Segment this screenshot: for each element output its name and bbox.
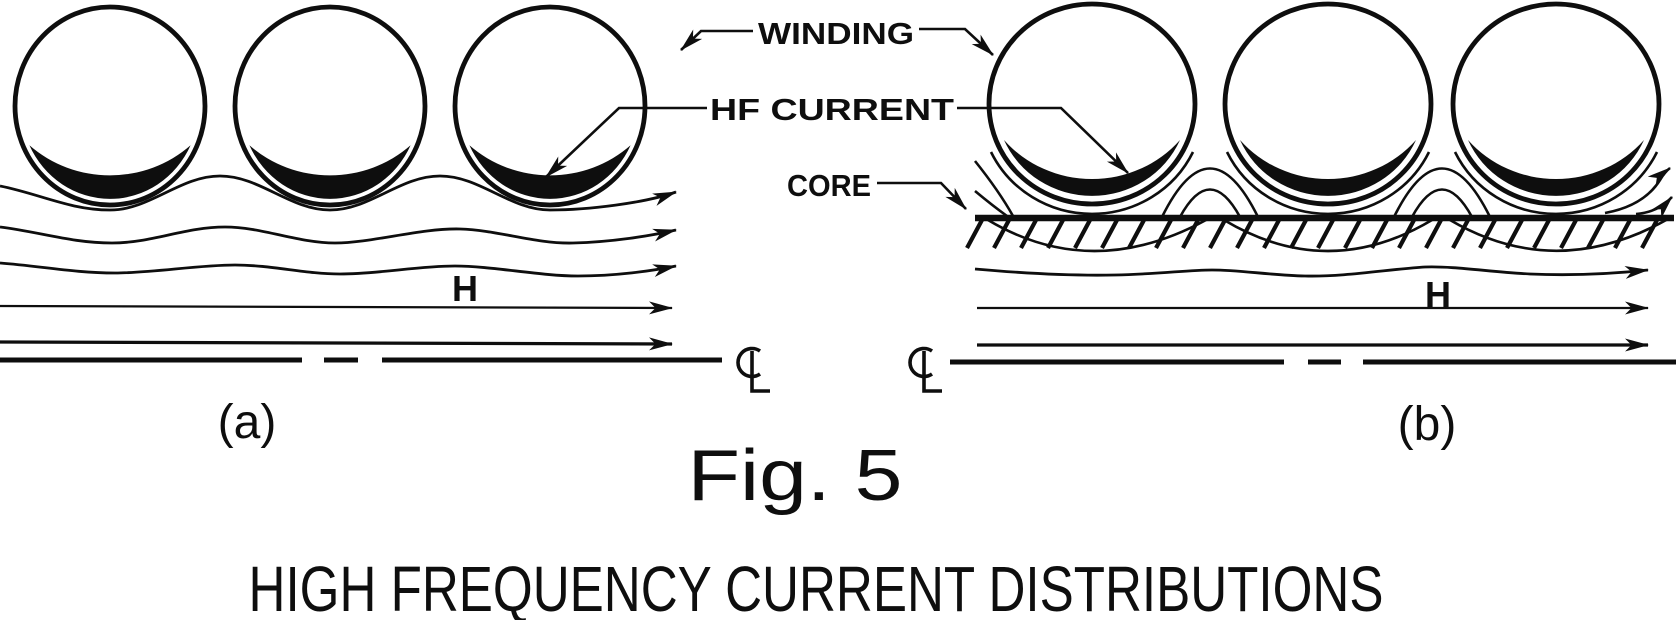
subfigure-a-label: (a)	[218, 396, 277, 449]
winding-leader-left	[680, 29, 753, 51]
field-lines-b-lower	[974, 265, 1649, 352]
winding-turn	[986, 1, 1198, 207]
field-line	[0, 261, 677, 278]
winding-label: WINDING	[758, 16, 914, 51]
core-hatching	[965, 219, 1659, 249]
field-line-hug	[1225, 151, 1431, 216]
field-line	[0, 301, 673, 315]
subfigure-b: H (b)	[908, 1, 1676, 451]
field-line-dip	[1223, 218, 1433, 253]
winding-circles-b	[986, 1, 1662, 207]
hf-current-crescent	[29, 145, 191, 199]
core-leader	[877, 181, 967, 210]
winding-turn	[1222, 1, 1434, 207]
field-h-label-b: H	[1425, 274, 1451, 315]
field-h-label-a: H	[452, 268, 478, 309]
winding-leader-right	[919, 27, 994, 56]
field-line-hug	[1453, 151, 1659, 216]
core-label: CORE	[787, 168, 871, 203]
field-line-dip	[1449, 217, 1669, 253]
hf-current-crescent	[1004, 140, 1180, 196]
winding-turn	[12, 4, 208, 208]
hf-current-label: HF CURRENT	[710, 92, 954, 127]
centerline-symbol	[736, 346, 770, 393]
field-line	[0, 337, 673, 351]
field-lines-b-upper	[973, 151, 1673, 253]
field-line-hug	[989, 151, 1195, 216]
field-line-arch	[1410, 188, 1474, 218]
field-line-entry	[973, 160, 1015, 217]
field-line-entry	[974, 190, 1008, 218]
winding-turn	[232, 4, 428, 208]
field-line-arch	[1160, 167, 1260, 218]
hf-current-crescents-a	[29, 145, 631, 199]
hf-current-leader-left	[545, 106, 707, 178]
centerline-symbol-c	[908, 346, 934, 379]
field-line-exit	[1604, 166, 1671, 215]
hf-current-crescent	[249, 145, 411, 199]
figure-caption: HIGH FREQUENCY CURRENT DISTRIBUTIONS	[249, 553, 1384, 620]
centerline-symbol-l	[922, 351, 942, 393]
field-line	[0, 225, 677, 245]
field-line-dip	[987, 218, 1207, 253]
callouts: WINDING HF CURRENT CORE	[545, 16, 1129, 210]
winding-turn	[452, 4, 648, 208]
hf-current-crescent	[1240, 140, 1416, 196]
centerline-symbol-c	[736, 346, 762, 379]
field-line	[0, 174, 677, 212]
hf-current-crescents-b	[1004, 140, 1644, 196]
centerline-symbol	[908, 346, 942, 393]
figure-number: Fig. 5	[688, 436, 903, 516]
centerline-symbol-l	[750, 351, 770, 393]
field-line-exit	[1635, 196, 1673, 219]
subfigure-a: H (a)	[0, 4, 770, 449]
winding-turn	[1450, 1, 1662, 207]
field-lines-a	[0, 174, 677, 351]
field-line-arch	[1392, 167, 1492, 218]
field-line	[974, 265, 1649, 279]
subfigure-b-label: (b)	[1398, 398, 1457, 451]
winding-circles-a	[12, 4, 648, 208]
hf-current-crescent	[469, 145, 631, 199]
hf-current-leader-right	[957, 106, 1129, 174]
field-line-arch	[1178, 188, 1242, 218]
hf-current-crescent	[1468, 140, 1644, 196]
